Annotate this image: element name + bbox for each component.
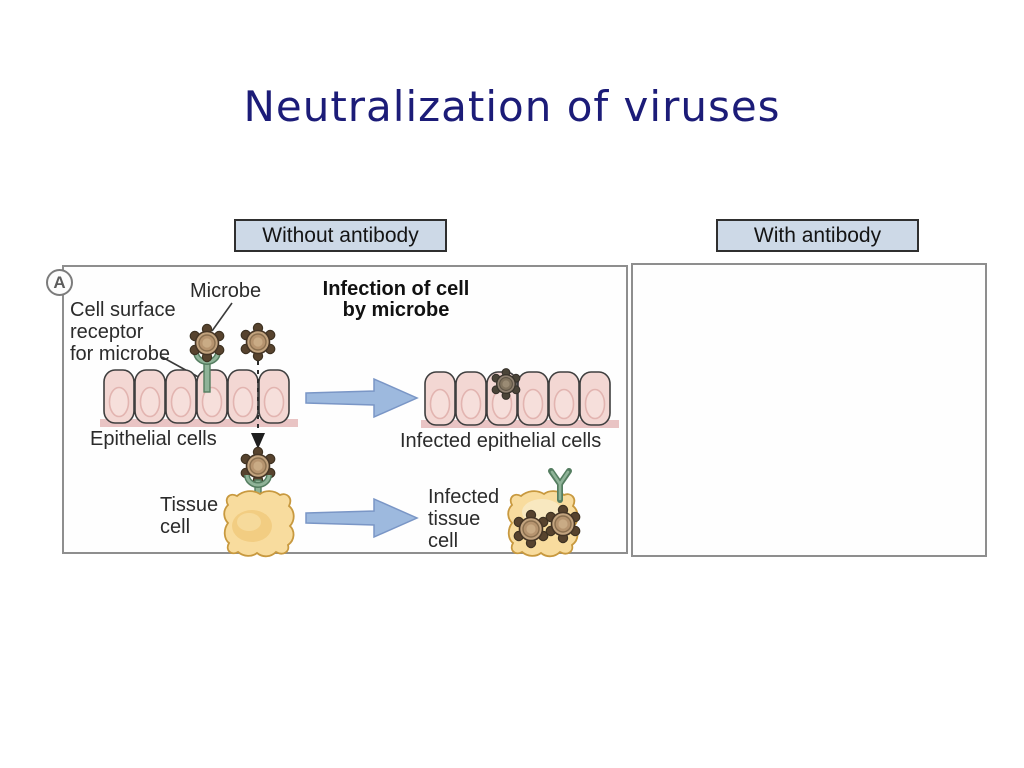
infection-of-cell-label: Infection of cell by microbe: [322, 278, 470, 321]
microbe-free-icon: [240, 322, 276, 362]
infection-arrow-bottom: [305, 498, 418, 538]
panel-letter: A: [53, 272, 66, 292]
microbe-path-arrowhead: [251, 433, 265, 449]
infected-epithelial-cells-label: Infected epithelial cells: [400, 430, 602, 452]
without-antibody-label: Without antibody: [262, 223, 419, 247]
microbe-label: Microbe: [190, 280, 262, 302]
with-antibody-header: With antibody: [716, 219, 919, 252]
epithelial-cells-row: [103, 369, 290, 424]
tissue-cell-shape: [223, 490, 295, 558]
epithelial-cells-label: Epithelial cells: [90, 428, 217, 450]
infected-row-shadow: [421, 420, 619, 428]
panel-with-antibody: [631, 263, 987, 557]
cell-surface-receptor-label: Cell surface receptor for microbe: [70, 299, 176, 365]
tissue-cell-receptor: [244, 474, 272, 503]
with-antibody-label: With antibody: [753, 223, 882, 247]
epithelial-row-shadow: [100, 419, 298, 427]
without-antibody-header: Without antibody: [234, 219, 447, 252]
tissue-cell-label: Tissue cell: [160, 494, 219, 538]
infected-tissue-receptor-inner: [550, 470, 570, 501]
slide-title: Neutralization of viruses: [243, 82, 781, 131]
panel-letter-badge: A: [46, 269, 73, 296]
receptor-pointer-line: [161, 356, 203, 380]
infection-arrow-top: [305, 378, 418, 418]
infected-tissue-cell-label: Infected tissue cell: [428, 486, 500, 552]
microbe-pointer-line: [211, 302, 233, 332]
